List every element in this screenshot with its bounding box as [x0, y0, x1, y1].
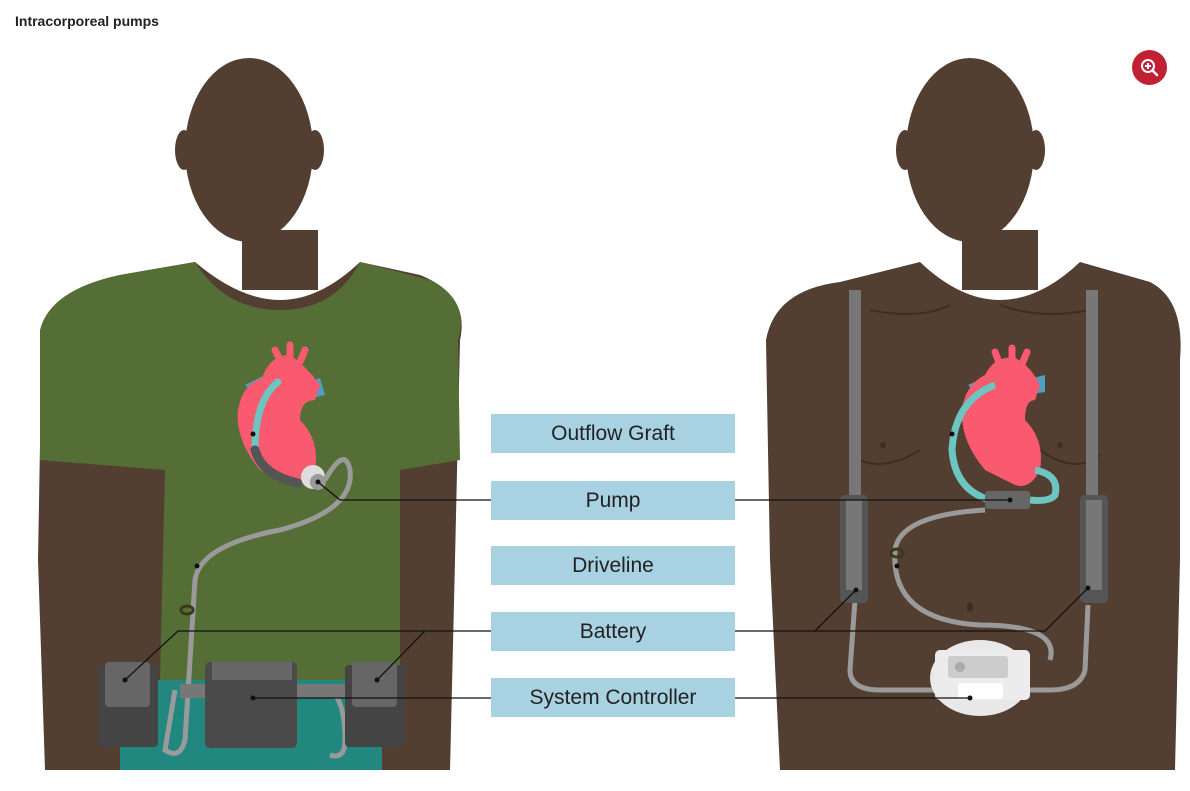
- leader-lines: [124, 481, 1089, 699]
- label-outflow-graft: Outflow Graft: [491, 414, 735, 453]
- left-heart: [237, 341, 326, 490]
- label-battery: Battery: [491, 612, 735, 651]
- label-pump: Pump: [491, 481, 735, 520]
- page-title: Intracorporeal pumps: [15, 13, 159, 29]
- left-driveline-and-batteries: [98, 457, 405, 759]
- label-system-controller: System Controller: [491, 678, 735, 717]
- zoom-in-icon: [1141, 59, 1159, 77]
- right-figure-bare: [766, 58, 1181, 770]
- leader-dots: [122, 479, 1091, 701]
- zoom-button[interactable]: [1132, 50, 1167, 85]
- right-driveline-and-batteries: [840, 495, 1108, 716]
- label-driveline: Driveline: [491, 546, 735, 585]
- right-heart: [948, 344, 1060, 509]
